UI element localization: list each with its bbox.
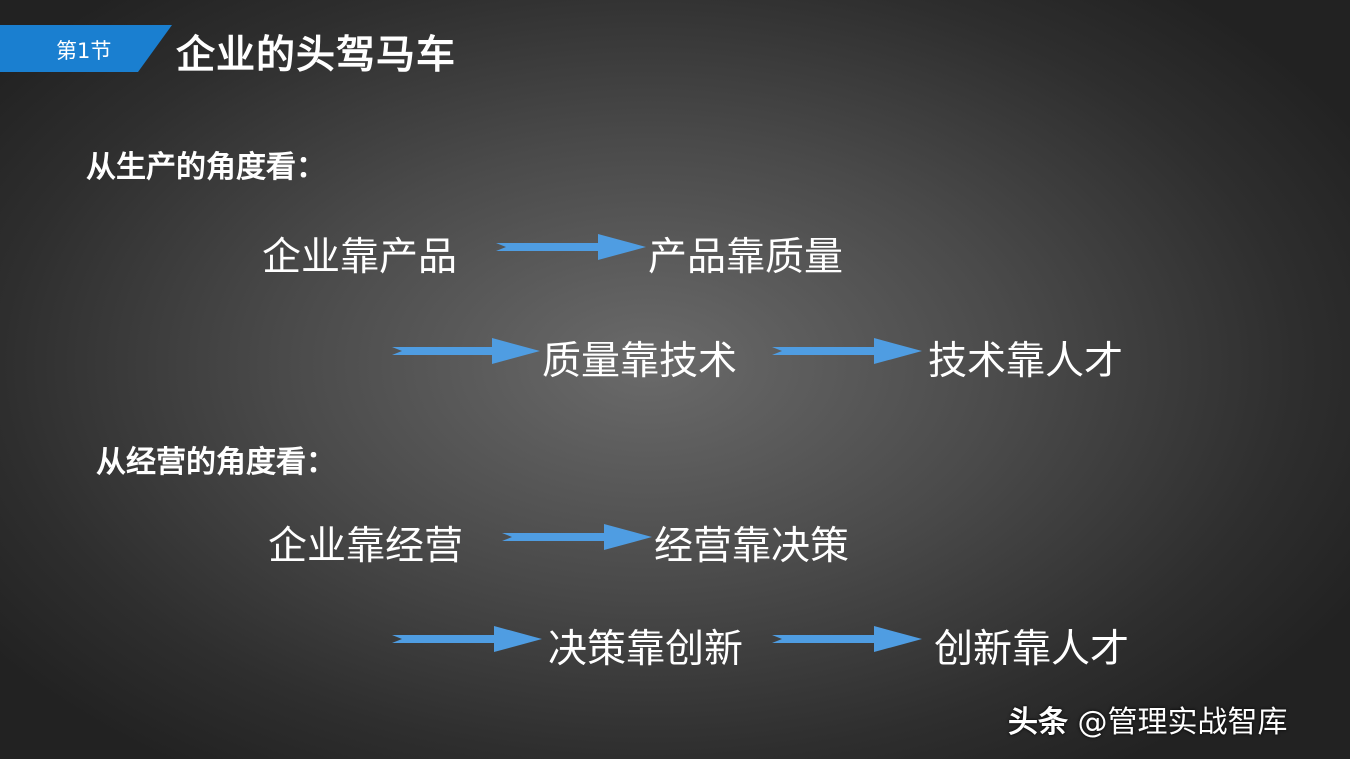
section-badge-shape: [0, 25, 172, 72]
right-arrow-icon: [496, 234, 646, 260]
section-badge: 第1节: [0, 25, 172, 72]
slide-title: 企业的头驾马车: [176, 33, 457, 78]
watermark-brand: 头条: [1008, 705, 1068, 740]
right-arrow-icon: [772, 626, 922, 652]
section-label: 第1节: [56, 39, 112, 63]
right-arrow-icon: [502, 524, 652, 550]
management-heading: 从经营的角度看：: [96, 445, 336, 480]
watermark-handle: @管理实战智库: [1077, 705, 1288, 740]
production-phrase-4: 技术靠人才: [928, 339, 1124, 384]
management-phrase-1: 企业靠经营: [268, 524, 464, 569]
production-phrase-1: 企业靠产品: [262, 235, 458, 280]
management-phrase-3: 决策靠创新: [548, 627, 744, 672]
right-arrow-icon: [772, 338, 922, 364]
watermark: 头条 @管理实战智库: [1008, 697, 1288, 741]
production-heading: 从生产的角度看：: [86, 150, 326, 185]
management-phrase-4: 创新靠人才: [934, 627, 1130, 672]
right-arrow-icon: [392, 338, 540, 364]
management-phrase-2: 经营靠决策: [654, 524, 850, 569]
production-phrase-2: 产品靠质量: [648, 235, 844, 280]
right-arrow-icon: [392, 626, 542, 652]
production-phrase-3: 质量靠技术: [542, 339, 738, 384]
